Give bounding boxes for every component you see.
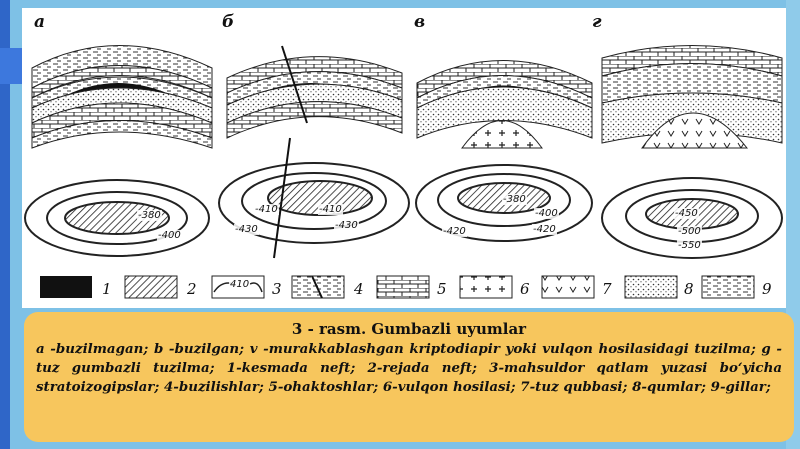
legend-number: 3 <box>272 280 282 298</box>
legend-number: 8 <box>684 280 694 298</box>
legend-number: 5 <box>437 280 447 298</box>
legend-number: 6 <box>520 280 530 298</box>
legend-swatch-2 <box>124 275 178 299</box>
contour-label: -380 <box>137 210 162 221</box>
panel-a-section <box>31 45 213 149</box>
contour-label: -410 <box>318 204 343 215</box>
legend-number: 2 <box>187 280 197 298</box>
legend-swatch-7 <box>541 275 595 299</box>
legend-swatch-5 <box>376 275 430 299</box>
legend-number: 7 <box>602 280 612 298</box>
geology-figure: а б в г -380 -400 -410 -410 -430 -430 -3… <box>22 8 786 308</box>
legend-number: 1 <box>102 280 112 298</box>
panel-letter-g: г <box>592 12 602 32</box>
panel-a-map <box>24 179 210 257</box>
legend <box>40 275 755 299</box>
panel-letter-v: в <box>414 12 426 32</box>
panel-letter-a: а <box>34 12 46 32</box>
panel-g-section <box>601 45 783 149</box>
legend-swatch-9 <box>701 275 755 299</box>
contour-label: -420 <box>532 224 557 235</box>
contour-label: -550 <box>677 240 702 251</box>
contour-label: -410 <box>254 204 279 215</box>
contour-label: -400 <box>534 208 559 219</box>
panel-b-section <box>226 45 403 139</box>
contour-label: -430 <box>334 220 359 231</box>
contour-label: -380 <box>502 194 527 205</box>
panel-letter-b: б <box>222 12 235 32</box>
legend-swatch-1 <box>40 276 92 298</box>
caption-body: a -buzilmagan; b -buzilgan; v -murakkabl… <box>36 341 782 395</box>
figure-svg <box>24 45 783 299</box>
caption-box: 3 - rasm. Gumbazli uyumlar a -buzilmagan… <box>24 312 794 442</box>
contour-label: -400 <box>157 230 182 241</box>
panel-b-map <box>218 137 410 259</box>
legend-number: 4 <box>354 280 364 298</box>
contour-label: -420 <box>442 226 467 237</box>
panel-v-section <box>416 60 593 149</box>
contour-label: -500 <box>677 226 702 237</box>
contour-label: -450 <box>674 208 699 219</box>
legend-swatch-6 <box>459 275 513 299</box>
contour-label: -430 <box>234 224 259 235</box>
legend-contour-label: 410 <box>229 279 251 290</box>
caption-title: 3 - rasm. Gumbazli uyumlar <box>291 320 527 338</box>
legend-number: 9 <box>762 280 772 298</box>
legend-swatch-8 <box>624 275 678 299</box>
